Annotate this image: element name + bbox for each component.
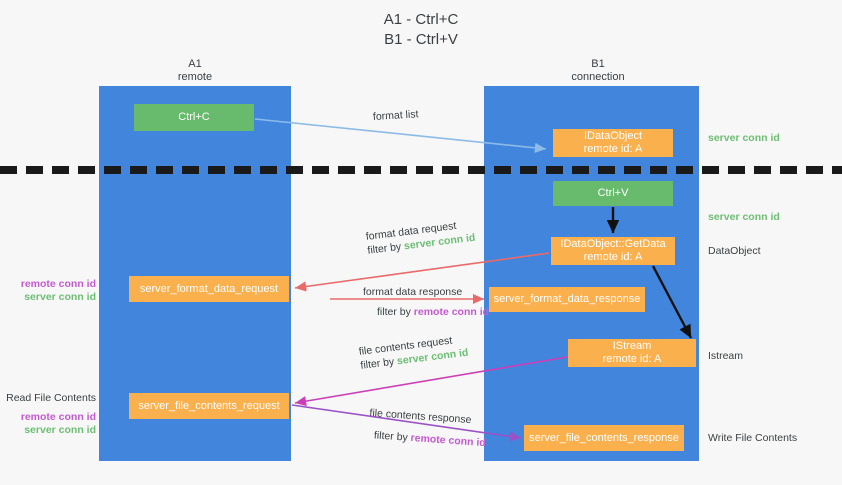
remote-conn-id-token-1: remote conn id — [413, 306, 490, 318]
right-label-data-object: DataObject — [708, 245, 761, 257]
edge-label-format-data-request: format data request filter by server con… — [365, 217, 476, 258]
left-label-server-conn-id-2: server conn id — [24, 424, 96, 436]
column-header-b1: B1 connection — [533, 58, 663, 84]
column-header-a1-name: A1 — [188, 58, 202, 70]
node-ctrl-c[interactable]: Ctrl+C — [134, 104, 254, 131]
right-label-istream: Istream — [708, 350, 744, 362]
left-label-read-file-contents: Read File Contents — [6, 392, 96, 404]
node-server-file-contents-response[interactable]: server_file_contents_response — [524, 425, 684, 451]
title-line-2: B1 - Ctrl+V — [384, 31, 458, 48]
node-istream-line1: IStream — [612, 340, 652, 352]
column-header-b1-name: B1 — [591, 58, 605, 70]
node-istream-line2: remote id: A — [602, 353, 662, 365]
node-idataobject-line2: remote id: A — [583, 143, 643, 155]
node-server-format-data-request[interactable]: server_format_data_request — [129, 276, 289, 302]
node-getdata-line1: IDataObject::GetData — [560, 238, 666, 250]
node-getdata-line2: remote id: A — [583, 251, 643, 263]
filter-by-text-3: filter by — [359, 355, 395, 372]
edge-filter-file-contents-response: filter by remote conn id — [373, 428, 487, 450]
page-title: A1 - Ctrl+C B1 - Ctrl+V — [0, 10, 842, 50]
node-idataobject[interactable]: IDataObject remote id: A — [553, 129, 673, 157]
filter-by-text-1: filter by — [366, 240, 402, 257]
column-header-a1: A1 remote — [130, 58, 260, 84]
node-istream[interactable]: IStream remote id: A — [568, 339, 696, 367]
title-line-1: A1 - Ctrl+C — [383, 11, 459, 28]
left-label-remote-conn-id-2: remote conn id — [20, 411, 96, 423]
left-label-remote-conn-id-1: remote conn id — [20, 278, 96, 290]
edge-filter-format-data-response: filter by remote conn id — [377, 305, 489, 319]
filter-by-text-4: filter by — [373, 429, 409, 444]
column-header-a1-sub: remote — [177, 71, 213, 83]
column-header-b1-sub: connection — [571, 71, 625, 83]
filter-by-text-2: filter by — [377, 306, 411, 318]
left-label-group-format: remote conn id server conn id — [0, 278, 96, 304]
edge-label-file-contents-response-text: file contents response — [369, 406, 472, 427]
right-label-server-conn-id-second: server conn id — [708, 211, 780, 223]
right-label-write-file-contents: Write File Contents — [708, 432, 798, 444]
right-label-server-conn-id-top: server conn id — [708, 132, 780, 144]
edge-label-format-data-response-text: format data response — [363, 286, 463, 298]
node-server-format-data-response[interactable]: server_format_data_response — [489, 287, 645, 312]
left-label-group-file: remote conn id server conn id — [0, 411, 96, 437]
node-ctrl-v[interactable]: Ctrl+V — [553, 181, 673, 206]
node-idataobject-line1: IDataObject — [583, 130, 643, 142]
node-idataobject-getdata[interactable]: IDataObject::GetData remote id: A — [551, 237, 675, 265]
remote-conn-id-token-2: remote conn id — [410, 431, 487, 450]
edge-label-file-contents-response: file contents response filter by remote … — [367, 406, 487, 450]
phase-divider — [0, 166, 842, 174]
left-label-server-conn-id-1: server conn id — [24, 291, 96, 303]
node-server-file-contents-request[interactable]: server_file_contents_request — [129, 393, 289, 419]
edge-label-file-contents-request: file contents request filter by server c… — [358, 332, 469, 373]
edge-label-format-list: format list — [372, 108, 419, 123]
edge-label-format-data-response: format data response filter by remote co… — [363, 285, 489, 319]
